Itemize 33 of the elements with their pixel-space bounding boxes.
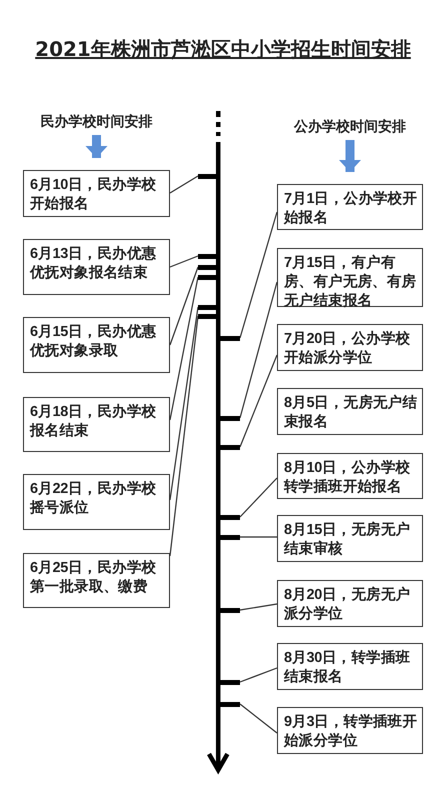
- event-box: 6月25日，民办学校第一批录取、缴费: [23, 553, 170, 608]
- event-box: 8月15日，无房无户结束审核: [277, 515, 423, 562]
- event-box: 8月10日，公办学校转学插班开始报名: [277, 453, 423, 499]
- leader-line: [240, 536, 277, 538]
- event-box: 8月5日，无房无户结束报名: [277, 388, 423, 435]
- event-box: 6月15日，民办优惠优抚对象录取: [23, 317, 170, 373]
- section-heading: 公办学校时间安排: [275, 118, 425, 138]
- leader-line: [170, 255, 198, 268]
- event-box: 9月3日，转学插班开始派分学位: [277, 707, 423, 754]
- leader-line: [240, 667, 278, 683]
- leader-line: [169, 276, 199, 420]
- event-box: 6月18日，民办学校报名结束: [23, 397, 170, 452]
- section-heading: 民办学校时间安排: [22, 113, 172, 133]
- event-box: 7月1日，公办学校开始报名: [277, 184, 423, 230]
- leader-line: [169, 316, 199, 556]
- leader-line: [169, 266, 199, 346]
- title: 2021年株洲市芦淞区中小学招生时间安排: [34, 36, 412, 63]
- leader-line: [239, 212, 278, 338]
- leader-line: [239, 354, 278, 448]
- event-box: 7月20日，公办学校开始派分学位: [277, 324, 423, 371]
- event-box: 6月13日，民办优惠优抚对象报名结束: [23, 239, 170, 295]
- down-arrow: [86, 135, 108, 158]
- event-box: 8月30日，转学插班结束报名: [277, 643, 423, 690]
- down-arrow: [339, 140, 361, 172]
- leader-line: [239, 282, 278, 418]
- event-box: 8月20日，无房无户派分学位: [277, 580, 423, 627]
- leader-line: [170, 175, 198, 194]
- event-box: 6月10日，民办学校开始报名: [23, 170, 170, 217]
- leader-line: [240, 603, 278, 611]
- leader-line: [240, 478, 278, 518]
- leader-line: [240, 704, 278, 734]
- event-box: 6月22日，民办学校摇号派位: [23, 474, 170, 530]
- event-box: 7月15日，有户有房、有户无房、有房无户结束报名: [277, 248, 423, 307]
